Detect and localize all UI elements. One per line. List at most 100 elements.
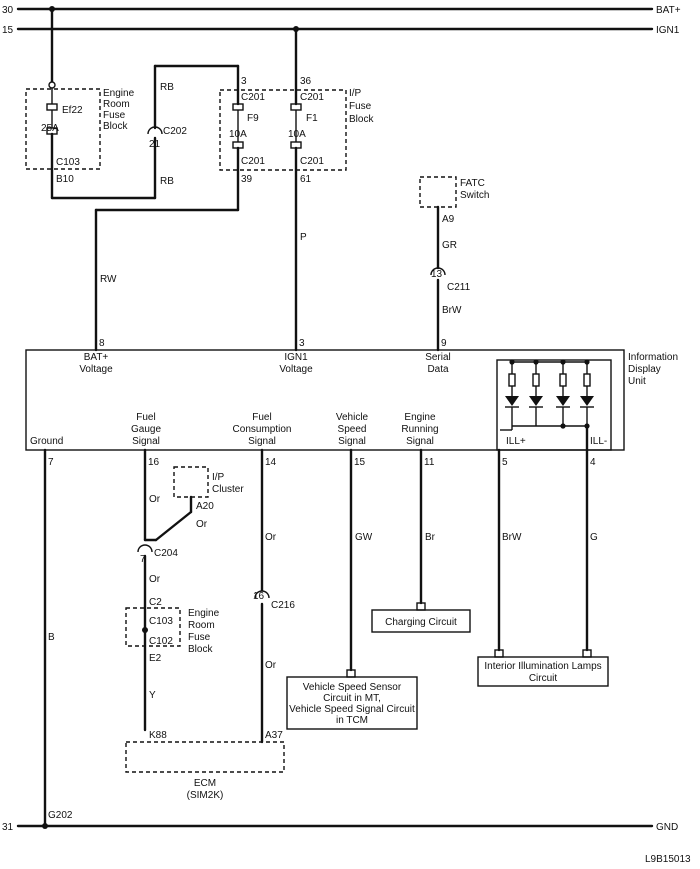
rail-ign1: 15 IGN1 xyxy=(2,25,680,36)
ill-plus-label: ILL+ xyxy=(506,436,526,447)
information-display-unit: Information Display Unit 8 BAT+ Voltage … xyxy=(25,338,678,451)
f1-conn-top: C201 xyxy=(300,92,324,103)
c211-label: C211 xyxy=(447,282,471,293)
a37-pin: A37 xyxy=(265,730,283,741)
cluster-line1: I/P xyxy=(212,472,225,483)
k88-pin: K88 xyxy=(149,730,167,741)
idu-bat-label2: Voltage xyxy=(79,364,113,375)
idu-ign-label2: Voltage xyxy=(279,364,313,375)
rb-wire-bottom: RB xyxy=(160,176,174,187)
f9-conn-bottom: C201 xyxy=(241,156,265,167)
efb2-line1: Engine xyxy=(188,608,220,619)
f1-rating: 10A xyxy=(288,129,306,140)
engine-fuse-block-top: Ef22 25A C103 B10 Engine Room Fuse Block xyxy=(25,6,135,200)
c102-label: C102 xyxy=(149,636,173,647)
idu-ign-label1: IGN1 xyxy=(284,352,308,363)
ground-circuit: 7 B G202 xyxy=(42,448,73,829)
f9-rating: 10A xyxy=(229,129,247,140)
fuel-consumption-circuit: 14 Or 16 C216 Or A37 xyxy=(253,448,295,744)
idu-fc-label2: Consumption xyxy=(233,424,292,435)
idu-line2: Display xyxy=(628,364,661,375)
idu-fg-label1: Fuel xyxy=(136,412,155,423)
engine-running-circuit: 11 Br Charging Circuit xyxy=(371,448,471,633)
gw-wire-label: GW xyxy=(355,532,373,543)
led-4 xyxy=(580,362,594,426)
f1-pin-bottom: 61 xyxy=(300,174,312,185)
fc-wire1-label: Or xyxy=(265,532,277,543)
idu-pin-16: 16 xyxy=(148,457,160,468)
c103-label: C103 xyxy=(149,616,173,627)
charging-circuit-label: Charging Circuit xyxy=(385,617,457,628)
idu-led-array: ILL+ ILL- xyxy=(500,359,607,447)
ecm-module: ECM (SIM2K) xyxy=(125,741,285,801)
idu-pin-4: 4 xyxy=(590,457,596,468)
vehicle-speed-circuit: 15 GW Vehicle Speed Sensor Circuit in MT… xyxy=(286,448,418,730)
gr-wire-label: GR xyxy=(442,240,457,251)
f1-pin-top: 36 xyxy=(300,76,312,87)
rb-wire-top: RB xyxy=(160,82,174,93)
rail-gnd-name: GND xyxy=(656,822,678,833)
led-1 xyxy=(505,362,519,426)
rail-bat: 30 BAT+ xyxy=(2,5,681,16)
f9-pin-top: 3 xyxy=(241,76,247,87)
efb-top-line1: Engine xyxy=(103,88,135,99)
p-wire-label: P xyxy=(300,232,307,243)
ill-box-line2: Circuit xyxy=(529,673,558,684)
efb2-line4: Block xyxy=(188,644,213,655)
vss-line1: Vehicle Speed Sensor xyxy=(303,682,402,693)
rail-bat-num: 30 xyxy=(2,5,14,16)
idu-pin-14: 14 xyxy=(265,457,277,468)
led-3 xyxy=(556,362,570,426)
idu-bat-label1: BAT+ xyxy=(84,352,109,363)
fg-wire3-label: Or xyxy=(149,574,161,585)
rail-gnd-num: 31 xyxy=(2,822,14,833)
idu-ground-label: Ground xyxy=(30,436,63,447)
f1-conn-bottom: C201 xyxy=(300,156,324,167)
idu-fg-label2: Gauge xyxy=(131,424,161,435)
vss-line2: Circuit in MT, xyxy=(323,693,381,704)
idu-line1: Information xyxy=(628,352,678,363)
brw-wire-top-label: BrW xyxy=(442,305,462,316)
c2-pin: C2 xyxy=(149,597,162,608)
rw-wire-label: RW xyxy=(100,274,117,285)
fc-wire2-label: Or xyxy=(265,660,277,671)
efb2-line3: Fuse xyxy=(188,632,211,643)
b10-pin: B10 xyxy=(56,174,74,185)
c202-pin: 21 xyxy=(149,139,161,150)
idu-pin-3: 3 xyxy=(299,338,305,349)
efb-top-line3: Fuse xyxy=(103,110,126,121)
rw-wire: RW xyxy=(94,208,240,352)
c216-label: C216 xyxy=(271,600,295,611)
idu-pin-7: 7 xyxy=(48,457,54,468)
f9-pin-bottom: 39 xyxy=(241,174,253,185)
rail-bat-name: BAT+ xyxy=(656,5,681,16)
cluster-pin: A20 xyxy=(196,501,214,512)
idu-fc-label3: Signal xyxy=(248,436,276,447)
f9-conn-top: C201 xyxy=(241,92,265,103)
ecm-line1: ECM xyxy=(194,778,216,789)
rail-ign-num: 15 xyxy=(2,25,14,36)
ill-box-line1: Interior Illumination Lamps xyxy=(484,661,601,672)
idu-fg-label3: Signal xyxy=(132,436,160,447)
idu-er-label3: Signal xyxy=(406,436,434,447)
idu-fc-label1: Fuel xyxy=(252,412,271,423)
rail-gnd: 31 GND xyxy=(2,822,678,833)
fatc-pin: A9 xyxy=(442,214,455,225)
idu-vs-label3: Signal xyxy=(338,436,366,447)
idu-serial-label2: Data xyxy=(427,364,449,375)
efb-top-line2: Room xyxy=(103,99,130,110)
fatc-switch: FATC Switch A9 GR 13 C211 BrW xyxy=(419,176,489,352)
idu-serial-label1: Serial xyxy=(425,352,451,363)
ipfb-line2: Fuse xyxy=(349,101,372,112)
ecm-line2: (SIM2K) xyxy=(187,790,224,801)
ipfb-line1: I/P xyxy=(349,88,362,99)
rb-loop: RB C202 21 RB xyxy=(50,64,240,200)
fatc-line2: Switch xyxy=(460,190,489,201)
idu-pin-11: 11 xyxy=(424,457,435,468)
idu-line3: Unit xyxy=(628,376,646,387)
vss-line4: in TCM xyxy=(336,715,368,726)
ef22-rating: 25A xyxy=(41,123,59,134)
br-wire-label: Br xyxy=(425,532,436,543)
fuel-gauge-circuit: 16 Or I/P Cluster A20 Or 7 C204 Or C2 C1… xyxy=(125,448,244,741)
